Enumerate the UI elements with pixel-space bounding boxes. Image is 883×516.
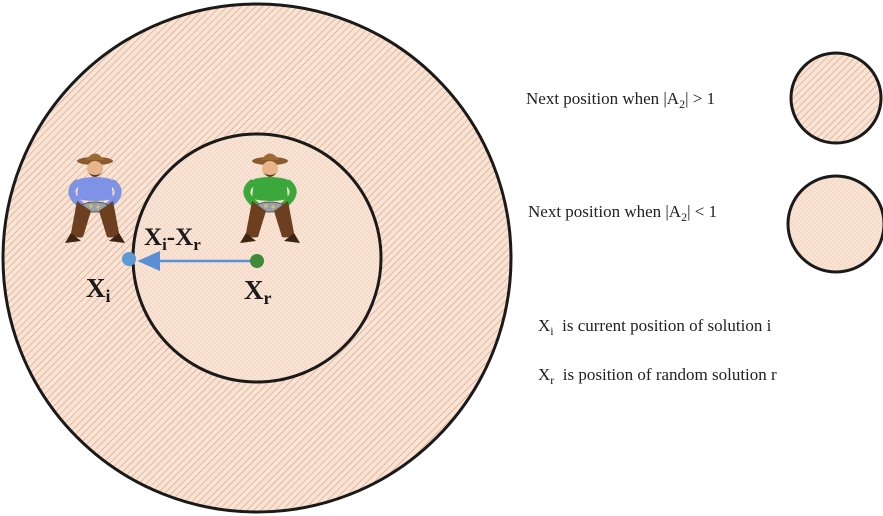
point-xr-label: Xr	[244, 275, 272, 308]
legend-item-1-text: Next position when |A2| > 1	[526, 89, 715, 111]
vector-label: Xi-Xr	[144, 224, 201, 254]
legend-item-2-text: Next position when |A2| < 1	[528, 202, 717, 224]
note-xi: Xi is current position of solution i	[538, 316, 772, 338]
legend-circle-outer	[789, 51, 883, 145]
farmer-blue-icon	[65, 153, 125, 243]
point-xr	[250, 254, 264, 268]
farmer-green-icon	[240, 153, 300, 243]
legend-circle-inner	[786, 174, 883, 274]
point-xi	[122, 252, 136, 266]
note-xr: Xr is position of random solution r	[538, 365, 777, 387]
point-xi-label: Xi	[86, 273, 111, 306]
